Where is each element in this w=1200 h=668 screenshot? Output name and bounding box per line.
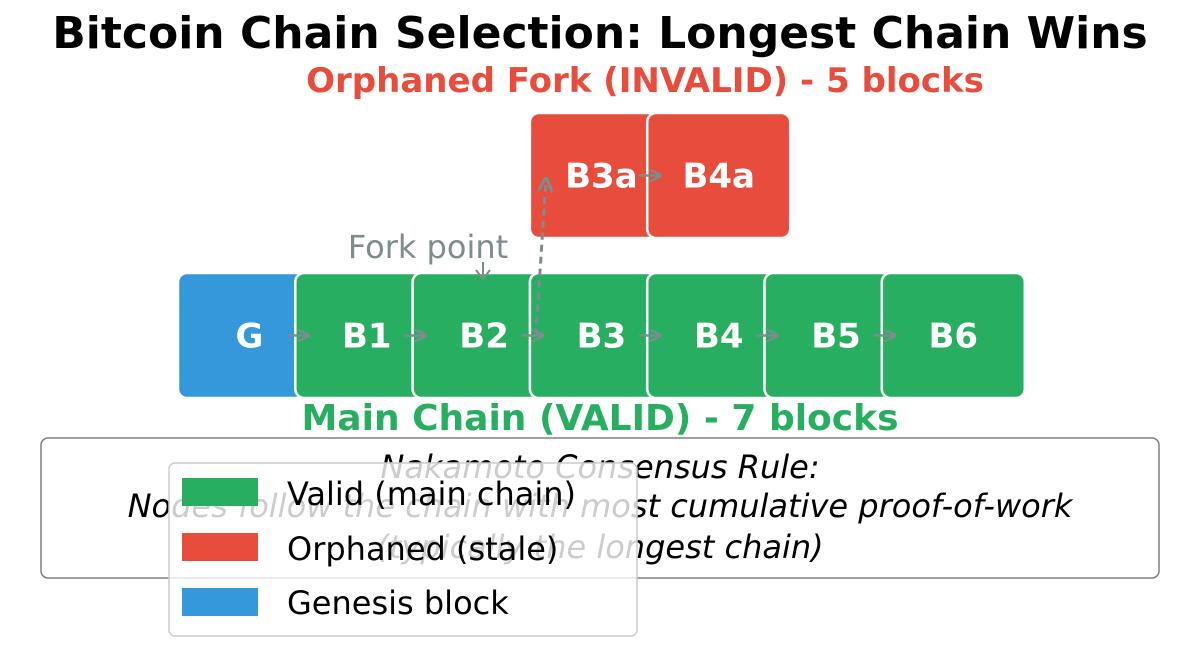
legend-swatch-orphaned <box>182 533 258 561</box>
legend-label-valid: Valid (main chain) <box>287 475 576 513</box>
block-label: B5 <box>811 317 861 357</box>
block-b1: B1 <box>294 271 440 400</box>
legend: Valid (main chain) Orphaned (stale) Gene… <box>168 462 638 637</box>
block-label: B1 <box>342 317 392 357</box>
chain-arrows <box>287 176 894 336</box>
fork-label: Orphaned Fork (INVALID) - 5 blocks <box>306 61 984 101</box>
block-label: B6 <box>929 317 979 357</box>
block-label: B4 <box>694 317 744 357</box>
fork-link-arrow-icon <box>534 180 546 336</box>
legend-swatch-valid <box>182 478 258 506</box>
block-b3a: B3a <box>528 111 675 240</box>
diagram-title: Bitcoin Chain Selection: Longest Chain W… <box>52 8 1147 59</box>
block-label: B2 <box>459 317 509 357</box>
legend-label-orphaned: Orphaned (stale) <box>287 530 558 568</box>
legend-box <box>168 462 638 637</box>
fork-point-label: Fork point <box>348 228 508 266</box>
legend-label-genesis: Genesis block <box>287 584 509 622</box>
block-b4: B4 <box>645 271 792 400</box>
block-label: B3a <box>565 157 638 197</box>
block-b4a: B4a <box>645 111 792 240</box>
fork-point-arrow-icon <box>475 262 491 281</box>
main-label: Main Chain (VALID) - 7 blocks <box>301 398 898 439</box>
block-label: B3 <box>577 317 627 357</box>
block-b6: B6 <box>880 271 1027 400</box>
block-label: B4a <box>682 157 755 197</box>
legend-swatch-genesis <box>182 588 258 616</box>
block-label: G <box>236 317 264 357</box>
fork-chain: B3a B4a <box>528 111 792 240</box>
